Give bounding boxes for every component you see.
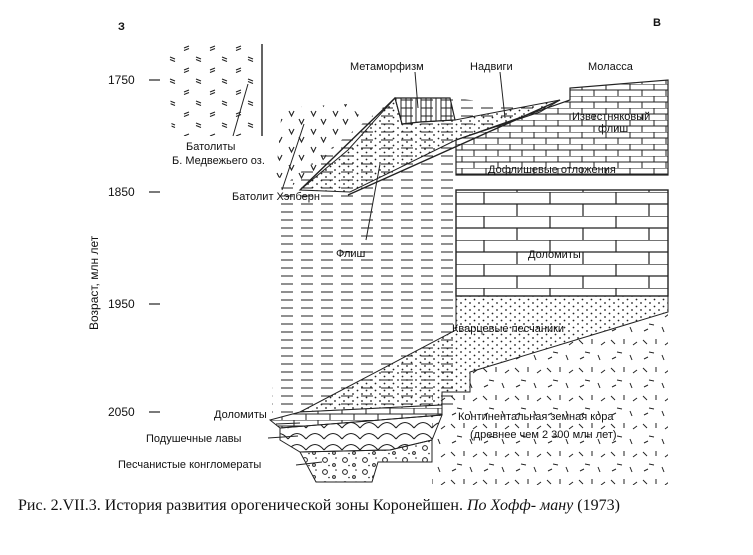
tick-label-1950: 1950: [108, 297, 135, 311]
label-molasse: Моласса: [588, 61, 634, 73]
flysch-dotted-wedge: [298, 96, 561, 193]
label-flysch: Флиш: [336, 248, 366, 260]
east-marker: В: [653, 17, 661, 29]
molasse-limestone-flysch: [455, 79, 669, 176]
label-quartz-sandstones: Кварцевые песчаники: [452, 323, 564, 335]
figure-caption: Рис. 2.VII.3. История развития орогениче…: [18, 496, 738, 516]
formation-labels: Метаморфизм Надвиги Моласса Известняковы…: [118, 61, 650, 471]
upper-dolomites-block: [455, 189, 669, 297]
west-marker: З: [118, 21, 125, 33]
continental-crust: [432, 312, 668, 485]
label-batholiths-2: Б. Медвежьего оз.: [172, 155, 265, 167]
caption-year: (1973): [577, 497, 620, 514]
label-batholiths-1: Батолиты: [186, 141, 235, 153]
label-pillow-lavas: Подушечные лавы: [146, 433, 242, 445]
leader-lines: [232, 71, 506, 466]
tick-label-2050: 2050: [108, 405, 135, 419]
axis-label: Возраст, млн лет: [87, 235, 101, 330]
tick-label-1850: 1850: [108, 185, 135, 199]
lower-dolomites-strip: [268, 404, 443, 429]
hepburn-batholith: [276, 104, 360, 188]
age-axis: 1750 1850 1950 2050 Возраст, млн лет: [87, 73, 160, 419]
label-conglomerates: Песчанистые конгломераты: [118, 459, 261, 471]
label-thrusts: Надвиги: [470, 61, 513, 73]
caption-author: По Хофф- ману: [466, 497, 574, 514]
thrust-line-1: [347, 99, 561, 196]
label-preflysch: Дофлишевые отложения: [488, 164, 616, 176]
label-dolomites-lower: Доломиты: [214, 409, 267, 421]
sandy-conglomerates: [299, 439, 433, 483]
caption-text: Рис. 2.VII.3. История развития орогениче…: [18, 497, 463, 514]
label-metamorphism: Метаморфизм: [350, 61, 424, 73]
label-dolomites-upper: Доломиты: [528, 249, 581, 261]
label-limestone-flysch-1: Известняковый: [572, 111, 650, 123]
label-limestone-flysch-2: флиш: [598, 123, 628, 135]
label-hepburn: Батолит Хэпберн: [232, 191, 320, 203]
thrust-line-2: [299, 97, 396, 191]
label-crust-2: (древнее чем 2 300 млн лет): [470, 429, 617, 441]
label-crust-1: Континентальная земная кора: [458, 411, 614, 423]
tick-label-1750: 1750: [108, 73, 135, 87]
bear-lake-batholiths: [168, 44, 262, 136]
